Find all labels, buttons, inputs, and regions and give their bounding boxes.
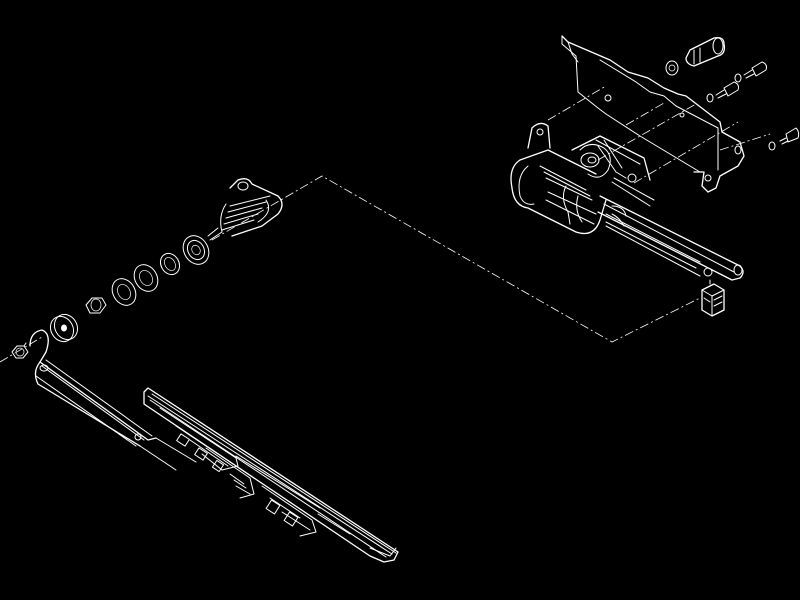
motor-assembly	[510, 122, 744, 281]
spindle-washer-1	[49, 313, 79, 343]
bracket-bolt-1	[743, 61, 767, 79]
bracket-washer-large	[665, 60, 679, 76]
mounting-bracket	[561, 35, 745, 193]
connector	[701, 279, 725, 317]
spacer	[133, 264, 159, 292]
spindle-nut	[85, 297, 107, 314]
spindle-pivot	[207, 178, 283, 241]
wiper-blade	[143, 387, 399, 563]
spindle-grommet	[182, 235, 210, 265]
bracket-washer-1	[734, 73, 742, 83]
bracket-washer-2	[706, 93, 714, 103]
bracket-bolt-2	[715, 81, 739, 99]
wiper-arm	[29, 329, 197, 471]
spindle-seal	[159, 252, 181, 276]
blade-frame	[159, 407, 351, 537]
bracket-bolt-3	[779, 127, 800, 145]
bracket-washer-3	[768, 141, 776, 151]
bracket-bolt-large	[685, 36, 726, 67]
arm-nut	[11, 342, 29, 359]
spindle-washer-2	[111, 278, 137, 306]
assembly-centerline	[0, 85, 771, 363]
